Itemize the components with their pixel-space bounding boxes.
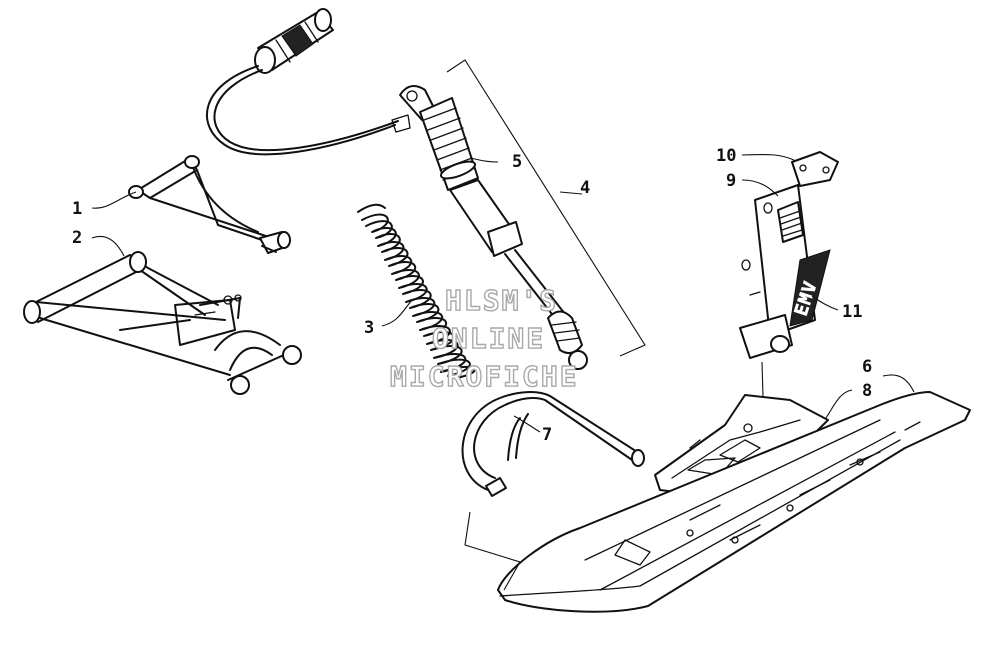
- ski-loop: [461, 391, 645, 497]
- callout-11: 11: [842, 302, 862, 322]
- watermark-line-3: MICROFICHE: [390, 360, 579, 393]
- watermark-line-2: ONLINE: [432, 322, 545, 355]
- upper-a-arm: [128, 155, 291, 254]
- watermark: HLSM'S ONLINE MICROFICHE: [389, 283, 579, 393]
- callout-6: 6: [862, 357, 872, 377]
- callout-3: 3: [364, 318, 374, 338]
- callout-7: 7: [542, 425, 552, 445]
- callout-labels: 1 2 3 4 5 6 7 8 9 10 11: [72, 146, 872, 445]
- lower-a-arm: [23, 251, 302, 395]
- callout-leaders: [91, 153, 915, 591]
- callout-9: 9: [726, 171, 736, 191]
- callout-4: 4: [580, 178, 590, 198]
- callout-2: 2: [72, 228, 82, 248]
- callout-10: 10: [716, 146, 736, 166]
- shock-assembly-bracket: [446, 59, 646, 357]
- coil-spring: [357, 203, 476, 379]
- watermark-line-1: HLSM'S: [445, 284, 558, 317]
- callout-1: 1: [72, 199, 82, 219]
- callout-5: 5: [512, 152, 522, 172]
- shock-absorber: [399, 85, 588, 370]
- callout-8: 8: [862, 381, 872, 401]
- ski-and-saddle: [497, 391, 971, 613]
- shock-reservoir: [206, 8, 411, 156]
- spindle: EMV: [739, 151, 839, 433]
